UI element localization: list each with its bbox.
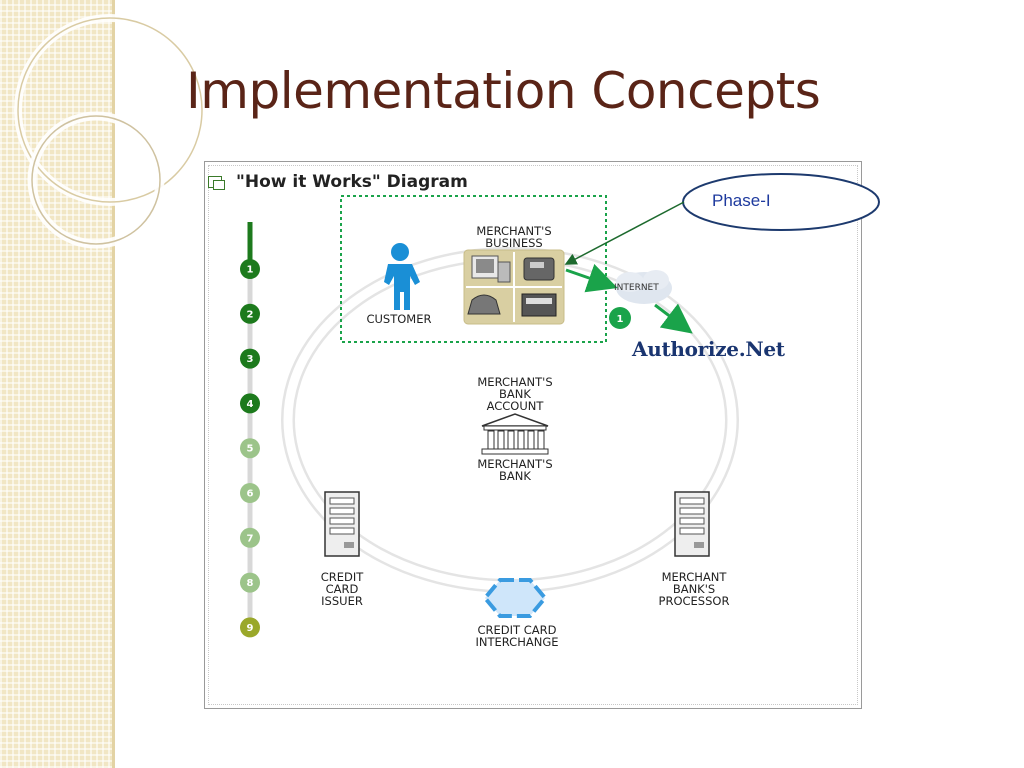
step-number-9: 9 bbox=[247, 623, 254, 634]
merchant-bank-label: MERCHANT'S BANK bbox=[477, 457, 553, 483]
step-number-7: 7 bbox=[247, 533, 254, 544]
arrow-internet-to-gateway bbox=[654, 303, 693, 334]
diagram-heading: "How it Works" Diagram bbox=[236, 172, 468, 192]
authorize-net-logo: Authorize.Net bbox=[632, 337, 785, 361]
step-number-6: 6 bbox=[247, 489, 254, 500]
flow-step-badge bbox=[609, 307, 631, 329]
customer-icon bbox=[384, 243, 420, 310]
step-marker-5 bbox=[240, 438, 260, 459]
step-number-5: 5 bbox=[247, 444, 254, 455]
internet-cloud-icon bbox=[616, 270, 672, 304]
step-marker-3 bbox=[240, 348, 260, 369]
step-marker-6 bbox=[240, 483, 260, 503]
merchant-bank-processor-label: MERCHANT BANK'S PROCESSOR bbox=[658, 570, 730, 608]
merchant-bank-account-label: MERCHANT'S BANK ACCOUNT bbox=[477, 375, 553, 413]
phase-callout-pointer bbox=[564, 201, 685, 265]
merchant-bank-processor-server-icon bbox=[674, 491, 710, 557]
step-marker-2 bbox=[240, 303, 260, 324]
step-number-4: 4 bbox=[247, 399, 254, 410]
step-marker-7 bbox=[240, 527, 260, 548]
merchant-business-label: MERCHANT'S BUSINESS bbox=[476, 224, 552, 250]
step-marker-4 bbox=[240, 393, 260, 414]
step-number-3: 3 bbox=[247, 354, 254, 365]
step-marker-8 bbox=[240, 572, 260, 593]
flow-step-badge-number: 1 bbox=[617, 314, 624, 325]
window-icon bbox=[208, 176, 225, 190]
step-marker-9 bbox=[240, 617, 260, 638]
customer-label: CUSTOMER bbox=[366, 312, 432, 326]
step-number-2: 2 bbox=[247, 309, 254, 320]
credit-card-interchange-label: CREDIT CARD INTERCHANGE bbox=[475, 623, 559, 649]
interchange-cycle-icon bbox=[482, 578, 548, 618]
arrow-business-to-internet bbox=[565, 263, 618, 293]
credit-card-issuer-server-icon bbox=[324, 491, 360, 557]
internet-label: INTERNET bbox=[614, 283, 659, 293]
merchant-business-icon bbox=[463, 249, 565, 325]
step-number-8: 8 bbox=[247, 578, 254, 589]
decorative-arcs bbox=[14, 14, 206, 249]
phase-label: Phase-I bbox=[712, 191, 771, 210]
bank-icon bbox=[481, 413, 549, 455]
credit-card-issuer-label: CREDIT CARD ISSUER bbox=[320, 570, 364, 608]
slide-title: Implementation Concepts bbox=[186, 62, 821, 120]
step-marker-1 bbox=[240, 259, 260, 279]
step-number-1: 1 bbox=[247, 265, 254, 276]
